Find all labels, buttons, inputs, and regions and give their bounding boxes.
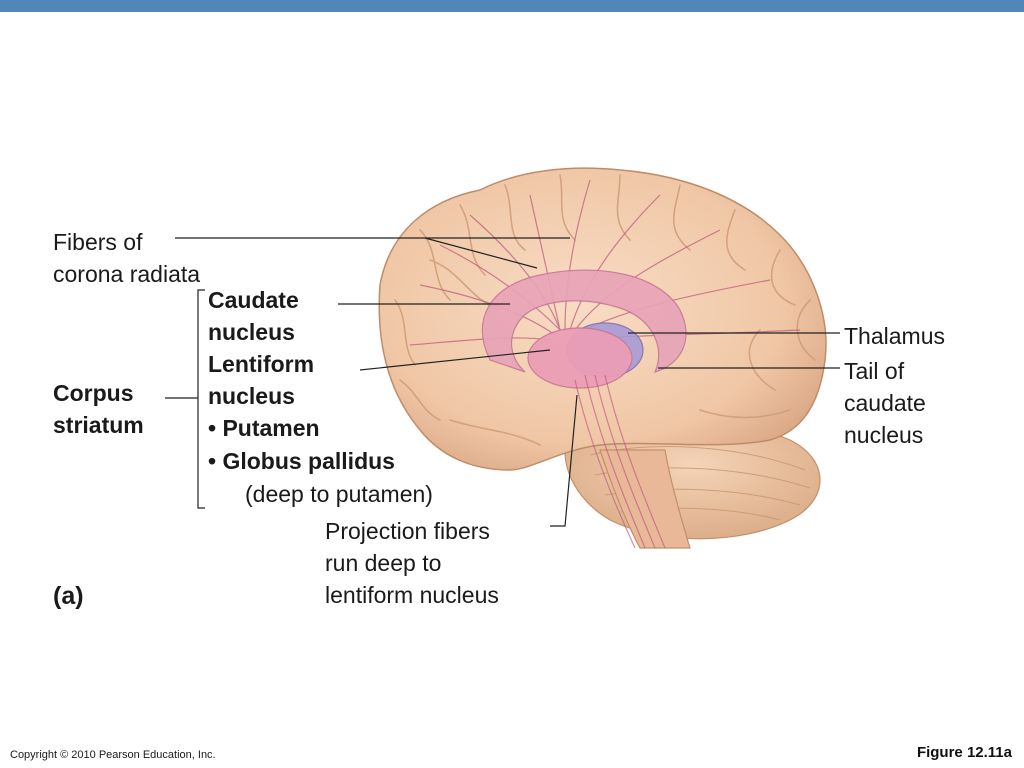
lentiform-nucleus	[527, 327, 633, 389]
panel-label: (a)	[53, 582, 84, 610]
label-projection-fibers: Projection fibers run deep to lentiform …	[325, 518, 499, 608]
label-caudate-nucleus: Caudate nucleus	[208, 287, 299, 345]
figure-number: Figure 12.11a	[916, 744, 1012, 761]
copyright-text: Copyright © 2010 Pearson Education, Inc.	[10, 749, 216, 761]
label-thalamus: Thalamus	[844, 323, 945, 349]
label-putamen: • Putamen	[208, 415, 320, 441]
cerebrum	[378, 167, 827, 471]
label-lentiform-nucleus: Lentiform nucleus	[208, 351, 315, 409]
label-tail-of-caudate: Tail of caudate nucleus	[844, 358, 926, 448]
label-deep-to-putamen: (deep to putamen)	[245, 481, 433, 507]
label-fibers-corona-radiata: Fibers of corona radiata	[53, 229, 201, 287]
leader-lines	[165, 237, 840, 527]
top-accent-bar	[0, 0, 1024, 12]
label-corpus-striatum: Corpus striatum	[53, 380, 144, 438]
label-globus-pallidus: • Globus pallidus	[208, 448, 395, 474]
